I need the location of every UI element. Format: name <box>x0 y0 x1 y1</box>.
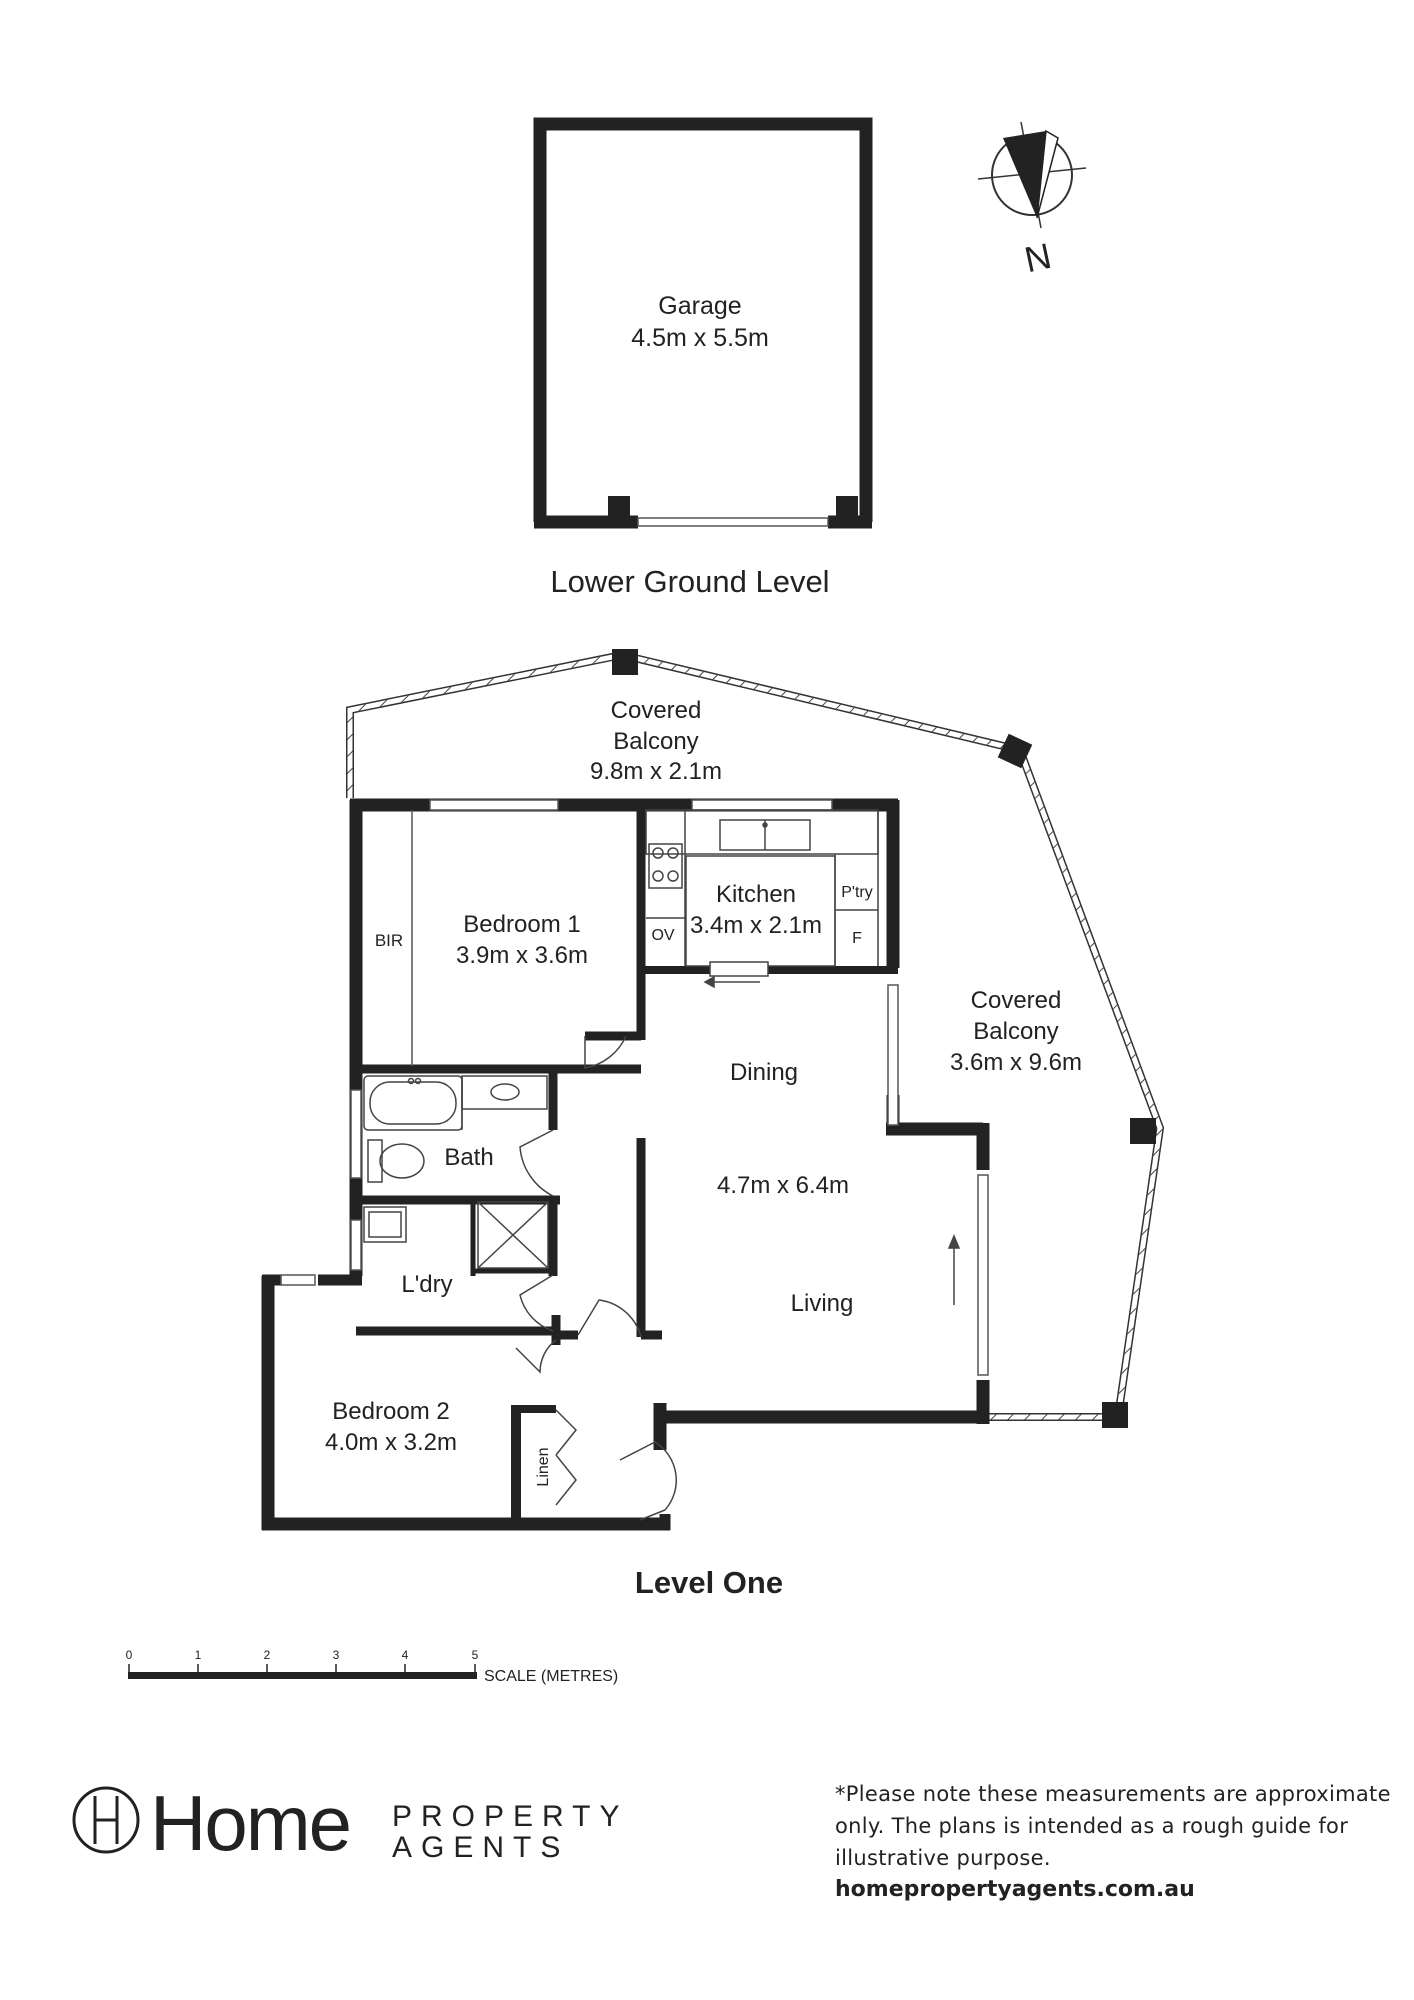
garage-room: Garage 4.5m x 5.5m <box>533 117 873 529</box>
scale-label: SCALE (METRES) <box>484 1668 618 1685</box>
logo-line1: PROPERTY <box>392 1800 629 1833</box>
linen-label: Linen <box>535 1447 552 1486</box>
lower-level-title: Lower Ground Level <box>550 564 829 599</box>
kitchen-fixtures <box>645 809 879 989</box>
kitchen-size: 3.4m x 2.1m <box>690 912 822 939</box>
balcony-north-size: 9.8m x 2.1m <box>590 758 722 785</box>
balcony-east-size: 3.6m x 9.6m <box>950 1049 1082 1076</box>
scale-tick: 1 <box>195 1648 202 1662</box>
balcony-east-line1: Covered <box>971 987 1062 1014</box>
balcony-east-line2: Balcony <box>973 1018 1058 1045</box>
dining-label: Dining <box>730 1059 798 1086</box>
garage-size: 4.5m x 5.5m <box>631 324 769 352</box>
fridge-label: F <box>852 930 862 947</box>
garage-name: Garage <box>658 292 741 320</box>
scale-tick: 4 <box>402 1648 409 1662</box>
bedroom1-size: 3.9m x 3.6m <box>456 942 588 969</box>
kitchen-name: Kitchen <box>716 881 796 908</box>
logo-line2: AGENTS <box>392 1831 569 1864</box>
upper-level-title: Level One <box>635 1565 783 1600</box>
balcony-north-line2: Balcony <box>613 728 698 755</box>
scale-tick: 2 <box>264 1648 271 1662</box>
bedroom2-name: Bedroom 2 <box>332 1398 449 1425</box>
door-swings <box>515 1035 677 1521</box>
windows <box>280 799 989 1376</box>
scale-tick: 3 <box>333 1648 340 1662</box>
brand-logo: Home PROPERTY AGENTS <box>72 1779 629 1867</box>
oven-label: OV <box>651 927 674 944</box>
scale-bar: 0 1 2 3 4 5 SCALE (METRES) <box>126 1648 619 1685</box>
balcony-balustrade <box>346 649 1165 1428</box>
garage-door <box>637 517 829 527</box>
balcony-north-line1: Covered <box>611 697 702 724</box>
living-label: Living <box>791 1290 854 1317</box>
sliding-door-arrow <box>947 1234 961 1305</box>
compass-icon: N <box>977 121 1087 281</box>
logo-word: Home <box>150 1779 350 1867</box>
room-labels: Covered Balcony 9.8m x 2.1m Covered Balc… <box>325 697 1082 1487</box>
bedroom2-size: 4.0m x 3.2m <box>325 1429 457 1456</box>
bedroom1-name: Bedroom 1 <box>463 911 580 938</box>
laundry-label: L'dry <box>401 1271 452 1298</box>
disclaimer-text: *Please note these measurements are appr… <box>835 1782 1391 1870</box>
website-link[interactable]: homepropertyagents.com.au <box>835 1877 1195 1902</box>
pantry-label: P'try <box>841 884 873 901</box>
scale-tick: 0 <box>126 1648 133 1662</box>
bir-label: BIR <box>375 931 403 950</box>
scale-tick: 5 <box>472 1648 479 1662</box>
compass-label: N <box>1021 235 1055 281</box>
bath-fixtures <box>363 1075 549 1269</box>
bath-label: Bath <box>444 1144 493 1171</box>
living-size: 4.7m x 6.4m <box>717 1172 849 1199</box>
